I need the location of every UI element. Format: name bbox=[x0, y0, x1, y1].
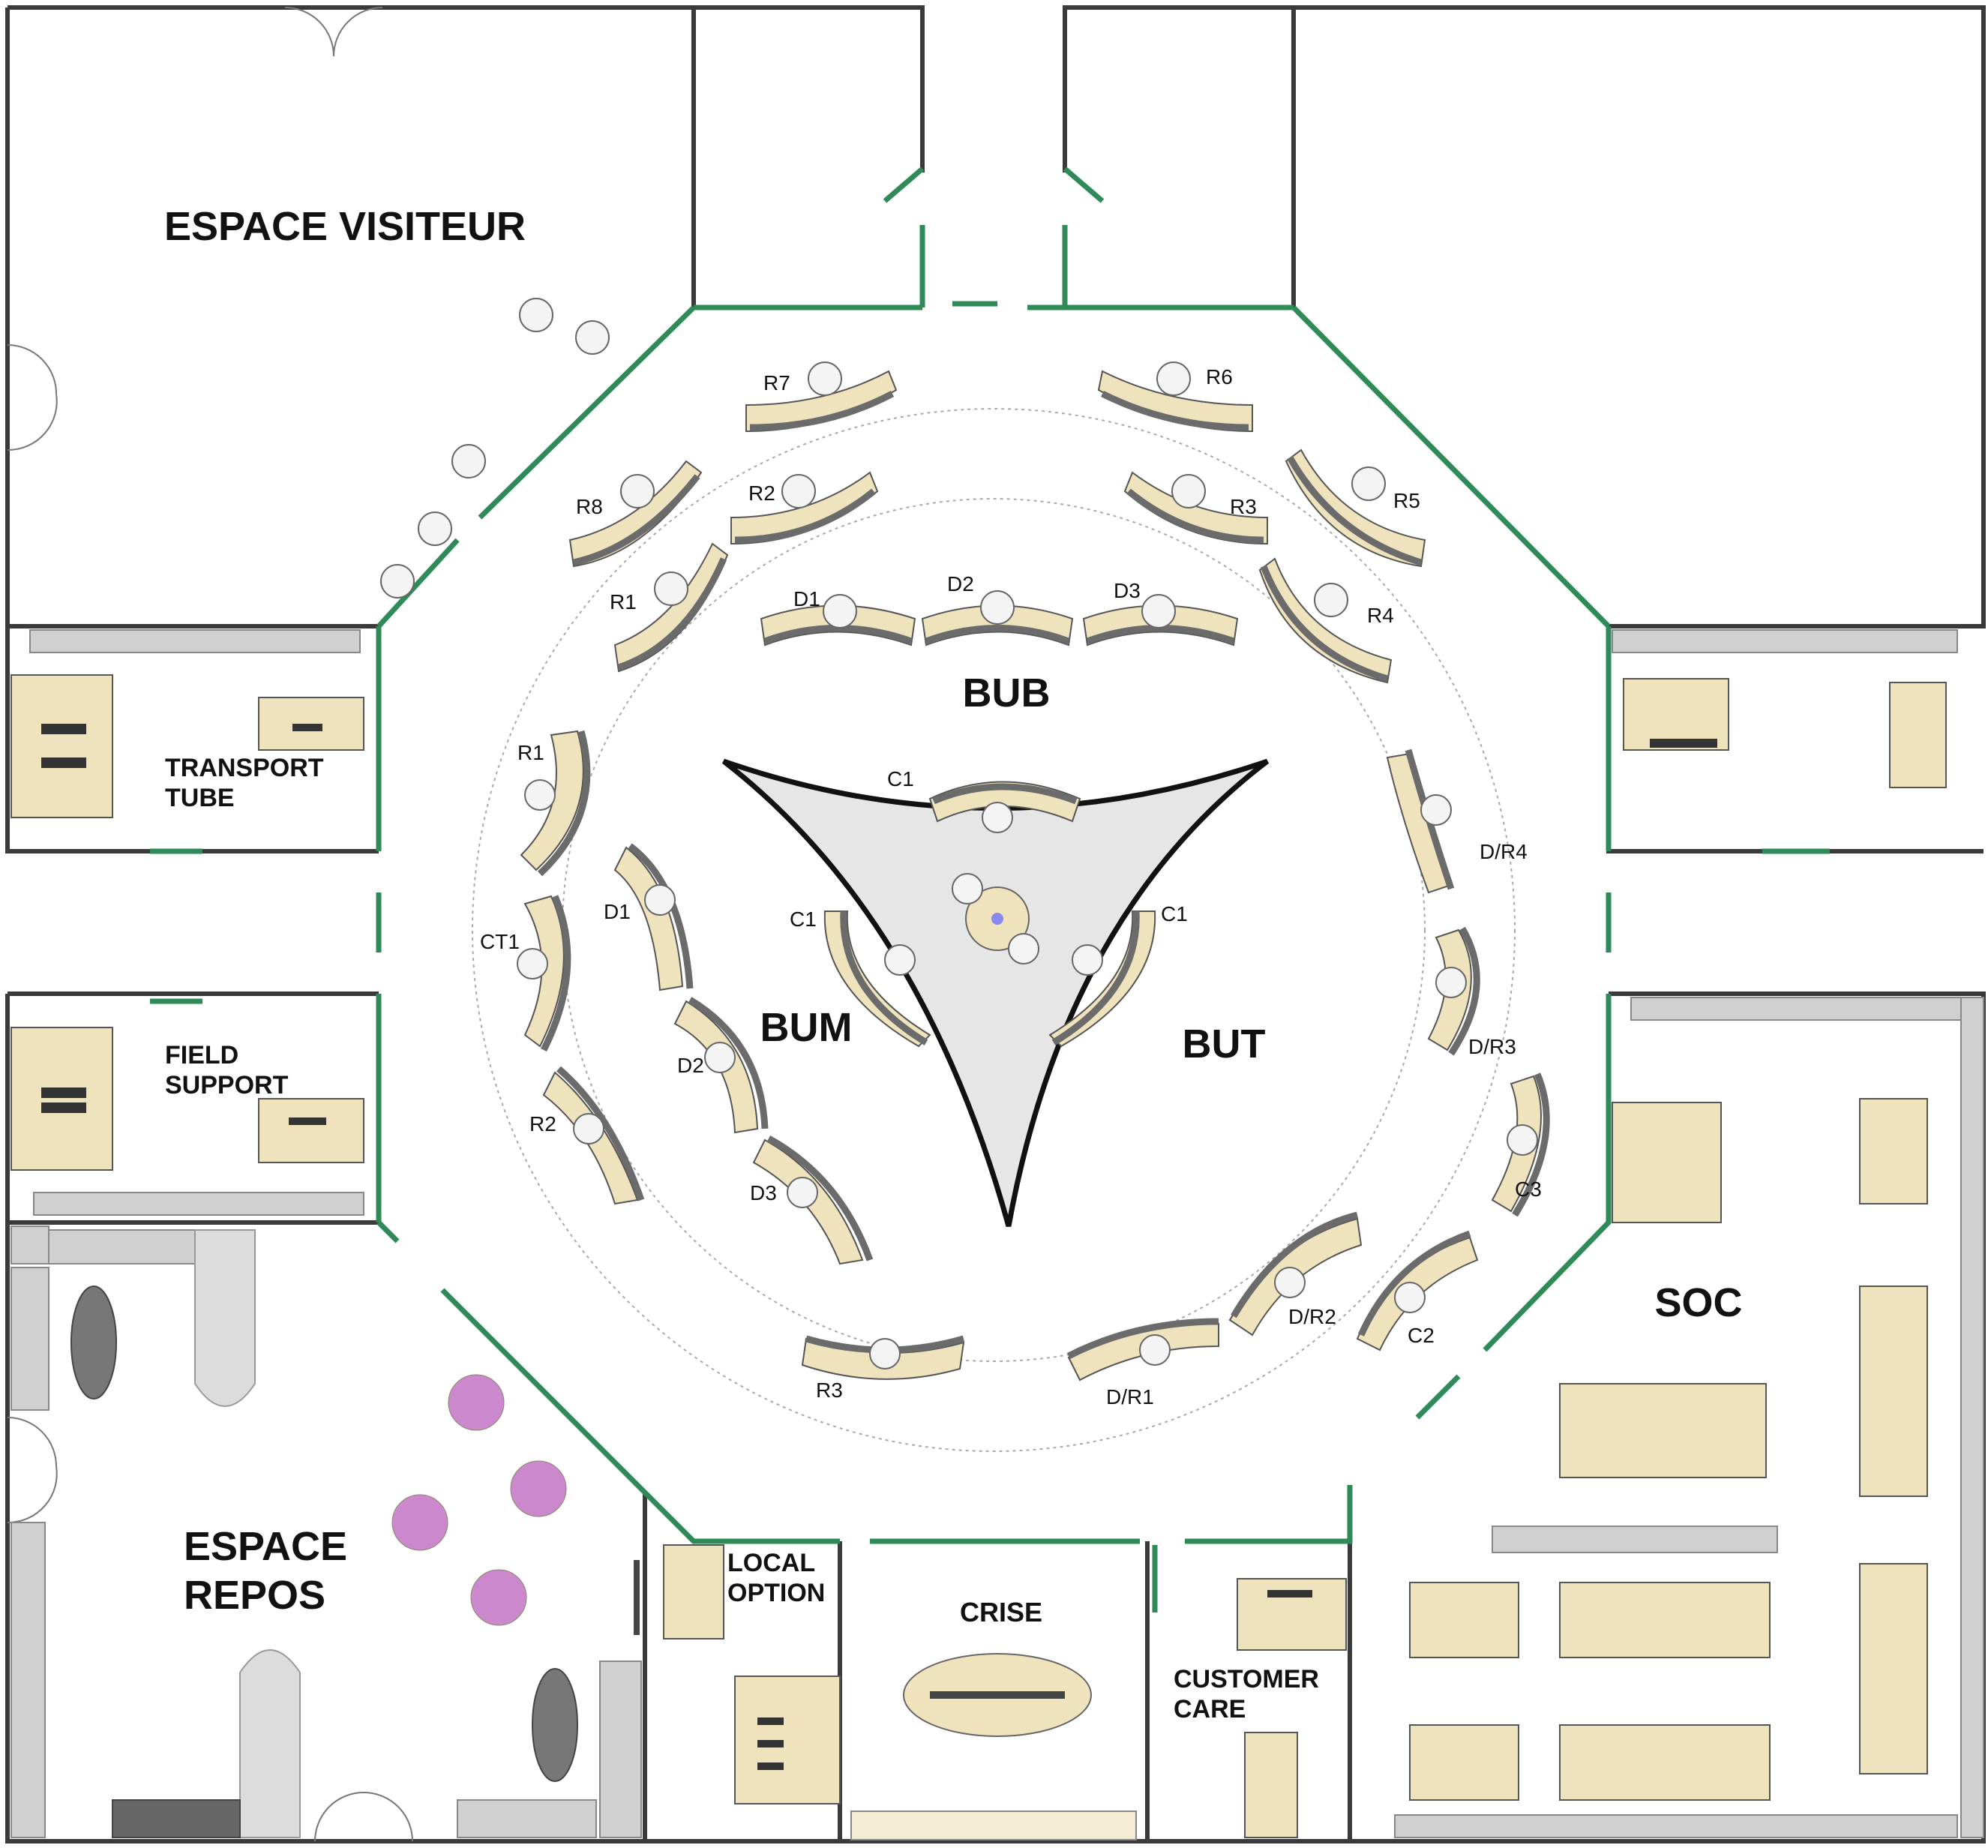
ws-label-r1-left: R1 bbox=[517, 741, 544, 764]
room-label-customer-care-2: CARE bbox=[1174, 1695, 1246, 1724]
ws-label-ct1: CT1 bbox=[480, 930, 520, 953]
ws-label-r3-bottom: R3 bbox=[816, 1378, 843, 1402]
room-label-espace-visiteur: ESPACE VISITEUR bbox=[164, 204, 526, 249]
ws-label-r8: R8 bbox=[576, 495, 603, 518]
room-label-local-option: LOCAL bbox=[727, 1549, 815, 1577]
zone-label-but: BUT bbox=[1183, 1022, 1266, 1066]
room-label-soc: SOC bbox=[1654, 1280, 1742, 1325]
side-offices bbox=[10, 629, 1958, 1216]
room-label-espace-repos-2: REPOS bbox=[184, 1573, 325, 1618]
workstation-labels: R7 R6 R8 R2 R3 R5 R1 R4 D1 D2 D3 C1 C1 C… bbox=[480, 365, 1542, 1408]
ws-label-r3-top: R3 bbox=[1230, 495, 1257, 518]
lounge-table bbox=[448, 1374, 505, 1431]
ws-label-d3-top: D3 bbox=[1114, 579, 1141, 602]
ws-label-r6: R6 bbox=[1206, 365, 1233, 388]
room-label-field-support-2: SUPPORT bbox=[165, 1071, 289, 1100]
ws-label-r1-top: R1 bbox=[610, 590, 637, 614]
room-label-transport-tube-2: TUBE bbox=[165, 784, 235, 812]
ws-label-c1-left: C1 bbox=[790, 908, 817, 931]
room-label-field-support: FIELD bbox=[165, 1041, 238, 1070]
ws-label-r4: R4 bbox=[1367, 604, 1394, 627]
ws-label-dr1: D/R1 bbox=[1106, 1385, 1154, 1408]
ws-label-c1-top: C1 bbox=[887, 767, 914, 790]
ws-label-d2-top: D2 bbox=[947, 572, 974, 596]
room-label-crise: CRISE bbox=[960, 1597, 1042, 1628]
chairs bbox=[380, 298, 1538, 1370]
ws-label-d1-left: D1 bbox=[604, 900, 631, 923]
ws-label-c2: C2 bbox=[1408, 1324, 1435, 1347]
ws-label-d2-left: D2 bbox=[677, 1054, 704, 1077]
zone-label-bub: BUB bbox=[963, 670, 1051, 716]
glass-walls bbox=[150, 166, 1830, 1612]
floor-circles bbox=[472, 408, 1516, 1452]
ws-label-r2-left: R2 bbox=[529, 1112, 556, 1136]
ws-label-dr3: D/R3 bbox=[1468, 1035, 1516, 1058]
ws-label-dr4: D/R4 bbox=[1480, 840, 1528, 863]
ws-label-dr2: D/R2 bbox=[1288, 1305, 1336, 1328]
ws-label-c1-right: C1 bbox=[1161, 902, 1188, 926]
ws-label-r2-top: R2 bbox=[748, 482, 775, 505]
ws-label-r7: R7 bbox=[763, 371, 790, 394]
room-label-espace-repos: ESPACE bbox=[184, 1524, 347, 1569]
soc-furniture bbox=[1394, 997, 1984, 1838]
zone-label-bum: BUM bbox=[760, 1005, 853, 1050]
bottom-rooms-furniture bbox=[663, 1544, 1347, 1840]
ws-label-d3-left: D3 bbox=[750, 1181, 777, 1204]
ws-label-d1-top: D1 bbox=[793, 587, 820, 610]
outer-walls bbox=[5, 5, 1986, 1844]
ws-label-c3: C3 bbox=[1515, 1178, 1542, 1201]
room-labels: ESPACE VISITEUR TRANSPORT TUBE FIELD SUP… bbox=[164, 204, 1743, 1724]
lounge-furniture bbox=[10, 1226, 642, 1838]
room-label-customer-care: CUSTOMER bbox=[1174, 1665, 1319, 1694]
room-label-transport-tube: TRANSPORT bbox=[165, 754, 324, 782]
ws-label-r5: R5 bbox=[1393, 489, 1420, 512]
room-label-local-option-2: OPTION bbox=[727, 1579, 825, 1607]
